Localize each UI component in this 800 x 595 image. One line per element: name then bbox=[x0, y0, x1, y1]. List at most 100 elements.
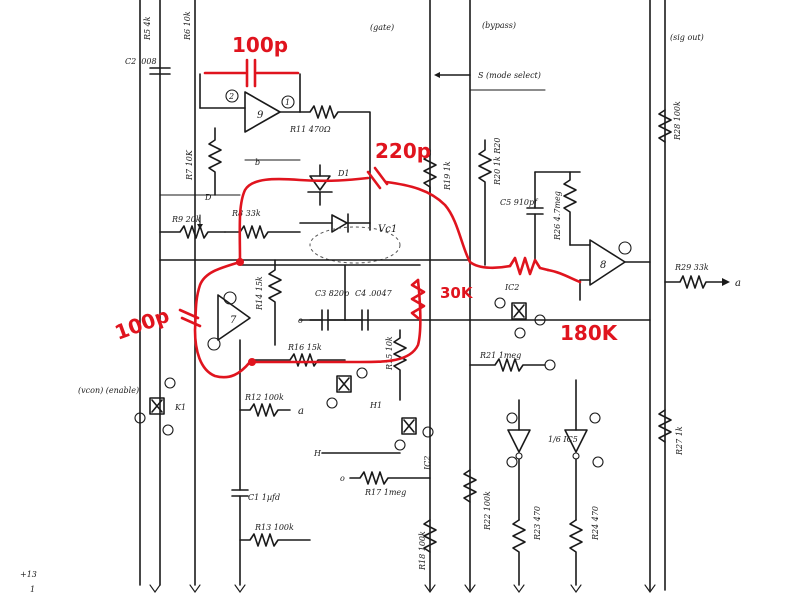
svg-text:2: 2 bbox=[228, 92, 234, 101]
svg-text:(bypass): (bypass) bbox=[482, 21, 516, 30]
svg-text:(gate): (gate) bbox=[370, 23, 394, 32]
resistor-r28: R28 100k bbox=[658, 101, 682, 143]
resistor-r14: R14 15k bbox=[255, 259, 282, 346]
resistor-r19: R19 1k bbox=[423, 149, 452, 196]
svg-text:R9 20k: R9 20k bbox=[171, 215, 201, 224]
svg-text:o: o bbox=[298, 316, 303, 325]
resistor-r8: R8 33k bbox=[224, 209, 301, 239]
svg-text:R19 1k: R19 1k bbox=[443, 161, 452, 191]
svg-text:IC2: IC2 bbox=[423, 456, 432, 471]
svg-text:R26 4.7meg: R26 4.7meg bbox=[553, 191, 562, 241]
resistor-r15: R15 10k bbox=[385, 329, 407, 401]
annotation-cap-100p-left: 100p bbox=[112, 303, 202, 345]
resistor-r22: R22 100k bbox=[463, 469, 492, 531]
annotation-cap-220p: 220p bbox=[366, 139, 431, 190]
pin-h: H bbox=[313, 449, 401, 458]
resistor-r11: R11 470Ω bbox=[289, 105, 371, 231]
inverter-ic5-a bbox=[506, 399, 531, 521]
svg-text:D1: D1 bbox=[337, 169, 350, 178]
svg-text:(sig out): (sig out) bbox=[670, 33, 704, 42]
vertical-rails bbox=[139, 0, 666, 591]
svg-text:R28 100k: R28 100k bbox=[673, 101, 682, 141]
annotation-res-30k: 30K bbox=[440, 284, 474, 302]
svg-text:7: 7 bbox=[230, 315, 237, 326]
pin-b-label: b bbox=[255, 158, 260, 167]
resistor-r20: R20 1k R20 bbox=[478, 138, 502, 266]
switch-x-mid: H1 bbox=[326, 367, 382, 410]
vc1-region: Vc1 bbox=[309, 224, 401, 264]
svg-text:C1 1µfd: C1 1µfd bbox=[248, 493, 280, 502]
svg-text:R11 470Ω: R11 470Ω bbox=[289, 125, 331, 134]
svg-text:R23 470: R23 470 bbox=[533, 506, 542, 541]
capacitor-c2: C2 .008 bbox=[125, 57, 171, 75]
resistor-r17: R17 1meg o bbox=[340, 471, 431, 497]
switch-ic2-top: IC2 bbox=[494, 283, 546, 339]
svg-text:220p: 220p bbox=[375, 139, 431, 163]
bottom-arrows bbox=[149, 584, 656, 593]
svg-text:C2 .008: C2 .008 bbox=[125, 57, 157, 66]
sig-out-label: (sig out) bbox=[670, 33, 704, 42]
resistor-r24: R24 470 bbox=[569, 506, 600, 586]
svg-text:R8 33k: R8 33k bbox=[231, 209, 261, 218]
svg-text:R6 10k: R6 10k bbox=[183, 11, 192, 41]
svg-text:R5 4k: R5 4k bbox=[143, 16, 152, 41]
resistor-r13: R13 100k bbox=[239, 523, 311, 547]
svg-text:R13 100k: R13 100k bbox=[254, 523, 294, 532]
svg-text:a: a bbox=[735, 278, 741, 289]
resistor-r6: R6 10k bbox=[183, 11, 192, 41]
opamp-ic7: 7 bbox=[207, 291, 251, 351]
svg-text:R17 1meg: R17 1meg bbox=[364, 488, 406, 497]
resistor-r7: R7 10K bbox=[185, 127, 222, 196]
svg-text:R15 10k: R15 10k bbox=[385, 336, 394, 371]
svg-text:R29 33k: R29 33k bbox=[674, 263, 709, 272]
annotation-cap-100p-top: 100p bbox=[203, 33, 300, 88]
resistor-r27: R27 1k bbox=[658, 409, 684, 456]
svg-text:9: 9 bbox=[257, 110, 264, 121]
resistor-r5: R5 4k bbox=[143, 16, 152, 41]
diode-d1: D1 bbox=[299, 164, 371, 233]
capacitor-c5: C5 910pf bbox=[500, 171, 581, 261]
switch-k1: K1 (vcon) (enable) bbox=[78, 377, 186, 436]
annotation-node-bottom bbox=[248, 358, 256, 366]
svg-text:8: 8 bbox=[600, 260, 606, 271]
annotation-res-180k: 180K bbox=[560, 321, 619, 345]
capacitor-c3: C3 820p o bbox=[298, 289, 349, 331]
svg-text:1/6 IC5: 1/6 IC5 bbox=[548, 435, 578, 444]
svg-text:R14 15k: R14 15k bbox=[255, 276, 264, 311]
svg-text:K1: K1 bbox=[174, 403, 186, 412]
svg-text:H1: H1 bbox=[369, 401, 382, 410]
svg-text:R22 100k: R22 100k bbox=[483, 491, 492, 531]
svg-text:Vc1: Vc1 bbox=[378, 224, 397, 235]
resistor-r18: R18 100k bbox=[418, 519, 437, 571]
svg-text:S (mode select): S (mode select) bbox=[478, 71, 541, 80]
svg-text:R18 100k: R18 100k bbox=[418, 531, 427, 571]
resistor-r23: R23 470 bbox=[512, 506, 542, 586]
svg-text:180K: 180K bbox=[560, 321, 619, 345]
resistor-r9: R9 20k bbox=[159, 214, 226, 239]
svg-text:a: a bbox=[298, 406, 304, 417]
inverter-ic5-b: 1/6 IC5 bbox=[548, 379, 604, 521]
opamp-ic9: 9 2 1 bbox=[199, 73, 301, 133]
resistor-r26: R26 4.7meg bbox=[553, 171, 577, 246]
svg-text:100p: 100p bbox=[112, 303, 173, 345]
svg-text:o: o bbox=[340, 474, 345, 483]
capacitor-c1: C1 1µfd bbox=[231, 339, 280, 586]
annotation-red-trace bbox=[193, 176, 582, 379]
svg-text:(vcon) (enable): (vcon) (enable) bbox=[78, 386, 139, 395]
pin-d-label: D bbox=[204, 193, 212, 202]
opamp-ic8: 8 bbox=[569, 239, 651, 301]
svg-text:30K: 30K bbox=[440, 284, 474, 302]
capacitor-c4: C4 .0047 bbox=[344, 289, 393, 331]
signal-labels: (gate) (bypass) S (mode select) bbox=[370, 21, 546, 91]
svg-text:H: H bbox=[313, 449, 322, 458]
resistor-r21: R21 1meg bbox=[469, 351, 556, 372]
svg-text:R7 10K: R7 10K bbox=[185, 149, 194, 181]
svg-text:1: 1 bbox=[285, 98, 290, 107]
svg-text:R27 1k: R27 1k bbox=[675, 426, 684, 456]
footer-one-label: 1 bbox=[30, 585, 35, 594]
resistor-r12: R12 100k a bbox=[239, 393, 304, 417]
svg-text:R16 15k: R16 15k bbox=[287, 343, 322, 352]
resistor-r29: R29 33k a bbox=[664, 263, 741, 289]
svg-text:R21 1meg: R21 1meg bbox=[479, 351, 521, 360]
